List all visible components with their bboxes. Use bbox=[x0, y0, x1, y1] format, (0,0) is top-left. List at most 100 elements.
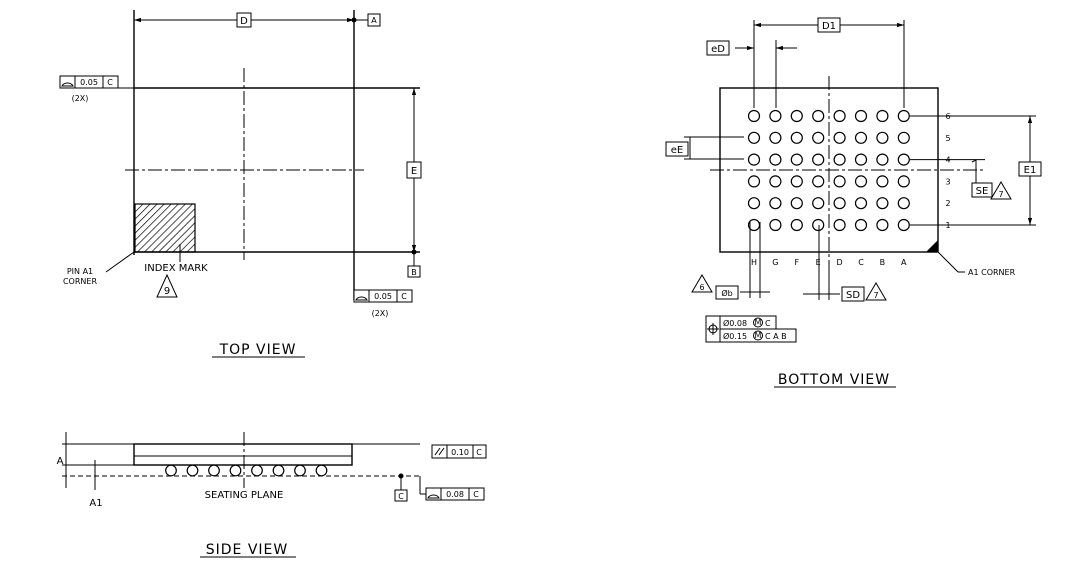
dim-ee-label: eE bbox=[671, 145, 683, 156]
svg-text:Ø0.15: Ø0.15 bbox=[723, 331, 747, 341]
row-label: 5 bbox=[945, 134, 950, 143]
solder-ball bbox=[790, 109, 803, 123]
note-6: 6 bbox=[699, 283, 704, 292]
solder-ball bbox=[897, 109, 910, 123]
note-7-se: 7 bbox=[998, 190, 1003, 199]
side-view-title: SIDE VIEW bbox=[206, 542, 289, 558]
solder-ball bbox=[747, 109, 761, 123]
column-label: B bbox=[880, 258, 886, 267]
side-solder-ball bbox=[251, 464, 263, 477]
solder-ball bbox=[769, 197, 782, 210]
solder-ball bbox=[812, 131, 825, 144]
dim-a1-label: A1 bbox=[89, 498, 102, 509]
side-solder-ball bbox=[208, 464, 220, 477]
solder-ball bbox=[854, 175, 868, 188]
column-label: F bbox=[794, 258, 799, 267]
svg-text:Ø0.08: Ø0.08 bbox=[723, 318, 747, 328]
flatness-frame-top: 0.05 C (2X) bbox=[59, 75, 134, 103]
solder-ball bbox=[876, 153, 889, 166]
solder-ball bbox=[854, 218, 868, 232]
solder-ball bbox=[833, 175, 846, 188]
svg-text:C: C bbox=[765, 319, 771, 328]
note-7-sd: 7 bbox=[873, 291, 878, 300]
solder-ball bbox=[876, 218, 889, 232]
dim-se-label: SE bbox=[976, 186, 989, 197]
solder-ball bbox=[769, 175, 782, 188]
column-label: C bbox=[858, 258, 864, 267]
side-solder-ball bbox=[272, 464, 285, 477]
solder-ball bbox=[897, 175, 910, 188]
dim-ed-label: eD bbox=[711, 44, 725, 55]
solder-ball bbox=[769, 109, 782, 123]
solder-ball bbox=[854, 109, 868, 123]
solder-ball bbox=[812, 218, 825, 232]
a1-corner-label: A1 CORNER bbox=[968, 268, 1016, 277]
ball-grid bbox=[747, 109, 990, 232]
dim-a-label: A bbox=[57, 456, 64, 467]
column-label: D bbox=[837, 258, 843, 267]
solder-ball bbox=[790, 175, 803, 188]
dim-d1-label: D1 bbox=[822, 21, 836, 32]
solder-ball bbox=[769, 218, 782, 232]
solder-ball bbox=[812, 153, 825, 166]
dim-d-label: D bbox=[240, 16, 248, 27]
solder-ball bbox=[833, 197, 846, 210]
row-label: 1 bbox=[945, 221, 950, 230]
pin-a1-corner-label-2: CORNER bbox=[63, 277, 97, 286]
seating-plane-label: SEATING PLANE bbox=[205, 490, 284, 501]
dim-e-label: E bbox=[411, 166, 417, 177]
svg-text:0.10: 0.10 bbox=[451, 448, 469, 457]
svg-text:C: C bbox=[473, 490, 479, 499]
solder-ball bbox=[833, 153, 846, 166]
solder-ball bbox=[897, 197, 910, 210]
column-label: A bbox=[901, 258, 907, 267]
datum-b-label: B bbox=[411, 268, 417, 277]
index-mark-label: INDEX MARK bbox=[144, 263, 208, 274]
side-solder-ball bbox=[186, 464, 199, 477]
svg-text:C: C bbox=[476, 448, 482, 457]
svg-text:0.08: 0.08 bbox=[446, 490, 464, 499]
solder-ball bbox=[854, 153, 868, 166]
row-label: 4 bbox=[945, 156, 950, 165]
solder-ball bbox=[897, 153, 910, 166]
svg-text:C: C bbox=[401, 292, 407, 301]
parallelism-frame: 0.10 C bbox=[431, 444, 487, 459]
solder-ball bbox=[833, 131, 846, 144]
solder-ball bbox=[876, 197, 889, 210]
solder-ball bbox=[833, 218, 846, 232]
solder-ball bbox=[747, 131, 761, 144]
solder-ball bbox=[812, 109, 825, 123]
solder-ball bbox=[790, 197, 803, 210]
bottom-view: D1 eD E1 eE SE 7 Øb 6 bbox=[665, 17, 1042, 388]
dim-e1-label: E1 bbox=[1024, 165, 1037, 176]
dim-sd-label: SD bbox=[846, 290, 860, 301]
column-label: E bbox=[816, 258, 821, 267]
solder-ball bbox=[876, 131, 889, 144]
side-solder-ball bbox=[294, 464, 306, 477]
column-label: H bbox=[751, 258, 757, 267]
solder-ball bbox=[812, 197, 825, 210]
seating-flatness-frame: 0.08 C bbox=[419, 476, 485, 501]
solder-ball bbox=[833, 109, 846, 123]
flatness-frame-bottom: 0.05 C (2X) bbox=[353, 289, 413, 318]
solder-ball bbox=[790, 218, 803, 232]
solder-ball bbox=[769, 131, 782, 144]
top-view: D A E B 0.05 C (2X) bbox=[59, 10, 422, 358]
solder-ball bbox=[769, 153, 782, 166]
svg-text:0.05: 0.05 bbox=[374, 292, 392, 301]
solder-ball bbox=[876, 109, 889, 123]
svg-text:(2X): (2X) bbox=[72, 94, 89, 103]
svg-text:M: M bbox=[755, 318, 762, 327]
index-note-9: 9 bbox=[164, 286, 170, 297]
solder-ball bbox=[747, 153, 761, 166]
a1-corner-marker bbox=[926, 240, 938, 252]
datum-c-label: C bbox=[398, 492, 404, 501]
side-solder-ball bbox=[229, 464, 242, 477]
svg-text:M: M bbox=[755, 331, 762, 340]
index-mark-hatch bbox=[134, 203, 196, 253]
solder-ball bbox=[897, 131, 910, 144]
solder-ball bbox=[790, 153, 803, 166]
